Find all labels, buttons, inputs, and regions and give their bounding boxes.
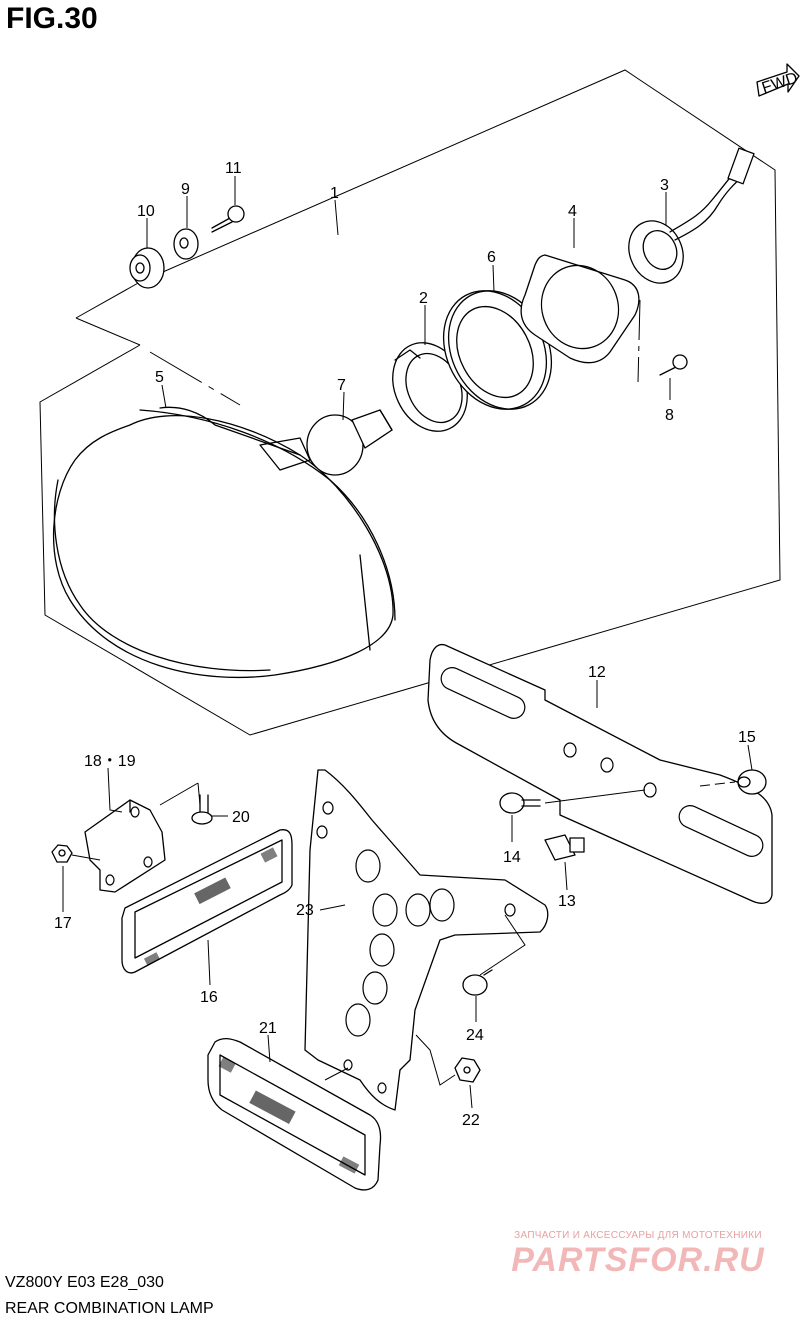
callout-14: 14 xyxy=(503,849,521,866)
part-22-nut xyxy=(324,1034,481,1086)
part-9-washer xyxy=(173,228,199,260)
callout-4: 4 xyxy=(568,203,577,220)
callout-15: 15 xyxy=(738,729,756,746)
callout-9: 9 xyxy=(181,181,190,198)
part-20-bolt xyxy=(191,794,213,825)
fwd-label: FWD xyxy=(760,70,800,97)
watermark-logo: PARTSFOR.RU xyxy=(511,1241,765,1279)
diagram-footer: VZ800Y E03 E28_030 REAR COMBINATION LAMP xyxy=(5,1270,214,1322)
figure-title: FIG.30 xyxy=(6,2,98,35)
callout-10: 10 xyxy=(137,203,155,220)
callout-1: 1 xyxy=(330,185,339,202)
callout-2: 2 xyxy=(419,290,428,307)
callout-20: 20 xyxy=(232,809,250,826)
leader-lines xyxy=(62,176,753,1109)
part-21-rear-reflector xyxy=(207,1037,382,1191)
watermark-tagline: ЗАПЧАСТИ И АКСЕССУАРЫ ДЛЯ МОТОТЕХНИКИ xyxy=(514,1230,762,1241)
assembly-outline xyxy=(39,69,781,736)
callout-5: 5 xyxy=(155,369,164,386)
watermark: ЗАПЧАСТИ И АКСЕССУАРЫ ДЛЯ МОТОТЕХНИКИ PA… xyxy=(488,1230,788,1280)
callout-labels: 1 2 3 4 5 6 7 8 9 10 11 12 13 14 15 16 1… xyxy=(54,160,756,1129)
diagram-caption: REAR COMBINATION LAMP xyxy=(5,1300,214,1317)
callout-21: 21 xyxy=(259,1020,277,1037)
part-7-bulb xyxy=(306,409,393,476)
callout-23: 23 xyxy=(296,902,314,919)
fwd-arrow-icon: FWD xyxy=(756,63,800,97)
part-3-bulb-socket xyxy=(628,147,755,284)
part-6-ring-nut xyxy=(442,290,553,410)
callout-8: 8 xyxy=(665,407,674,424)
callout-6: 6 xyxy=(487,249,496,266)
part-14-screw xyxy=(499,789,646,814)
model-code: VZ800Y E03 E28_030 xyxy=(5,1274,164,1291)
part-5-lamp-lens xyxy=(52,406,396,679)
callout-16: 16 xyxy=(200,989,218,1006)
part-4-gasket xyxy=(520,254,640,364)
part-24-screw xyxy=(462,914,526,996)
part-11-screw xyxy=(211,205,245,233)
reflector-16-pattern xyxy=(143,847,278,966)
part-23-mounting-plate xyxy=(304,769,549,1111)
part-18-19-bracket xyxy=(84,782,201,893)
part-10-grommet xyxy=(129,247,165,289)
callout-22: 22 xyxy=(462,1112,480,1129)
part-15-nut xyxy=(699,769,767,795)
part-16-side-reflector xyxy=(121,829,293,974)
part-12-license-bracket xyxy=(427,643,773,904)
callout-11: 11 xyxy=(225,160,242,177)
part-13-bolt xyxy=(544,834,585,861)
callout-18-19: 18・19 xyxy=(84,753,136,770)
part-17-nut xyxy=(51,844,101,863)
callout-17: 17 xyxy=(54,915,72,932)
callout-12: 12 xyxy=(588,664,606,681)
callout-24: 24 xyxy=(466,1027,484,1044)
callout-7: 7 xyxy=(337,377,346,394)
callout-13: 13 xyxy=(558,893,576,910)
reflector-21-pattern xyxy=(218,1057,360,1174)
callout-3: 3 xyxy=(660,177,669,194)
part-8-screw xyxy=(637,299,688,383)
